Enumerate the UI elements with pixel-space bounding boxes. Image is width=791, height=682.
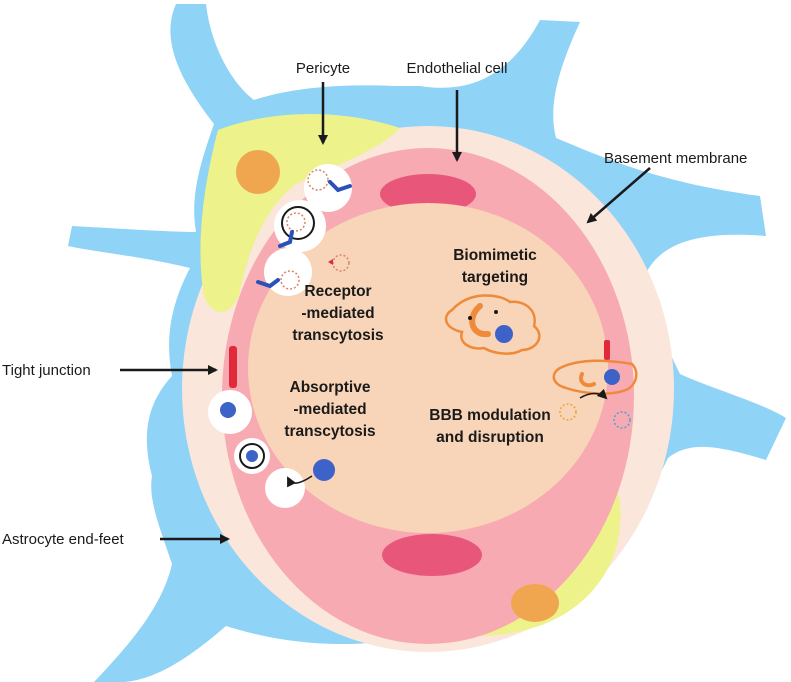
- receptor-label-line1: Receptor: [304, 283, 371, 300]
- tight-junction-left: [229, 346, 237, 388]
- tight-junction-right: [604, 340, 610, 360]
- receptor-label-line3: transcytosis: [292, 327, 383, 344]
- astrocyte-end-feet-label: Astrocyte end-feet: [2, 531, 125, 548]
- tight-junction-label: Tight junction: [2, 362, 91, 379]
- receptor-vesicles: [256, 164, 352, 296]
- basement-membrane-label: Basement membrane: [604, 150, 747, 167]
- biomimetic-label-line1: Biomimetic: [453, 247, 537, 264]
- basement-membrane-arrow: [586, 167, 651, 224]
- biomimetic-cell: [444, 294, 541, 355]
- absorptive-label-line1: Absorptive: [290, 379, 371, 396]
- pericyte-nucleus-upper: [236, 150, 280, 194]
- pericyte-nucleus-lower: [511, 584, 559, 622]
- receptor-label-line2: -mediated: [301, 305, 374, 322]
- vessel-lumen: [248, 203, 608, 533]
- pericyte-label: Pericyte: [296, 60, 350, 77]
- endothelial-nucleus-bottom: [382, 534, 482, 576]
- endothelial-cell-label: Endothelial cell: [407, 60, 508, 77]
- absorptive-vesicles: [208, 390, 335, 508]
- endothelial-nucleus-top: [380, 174, 476, 214]
- absorptive-label-line3: transcytosis: [284, 423, 375, 440]
- bbb-label-line2: and disruption: [436, 429, 544, 446]
- bbb-modulation-cell: [552, 359, 638, 429]
- biomimetic-label-line2: targeting: [462, 269, 528, 286]
- absorptive-label-line2: -mediated: [293, 401, 366, 418]
- bbb-label-line1: BBB modulation: [429, 407, 550, 424]
